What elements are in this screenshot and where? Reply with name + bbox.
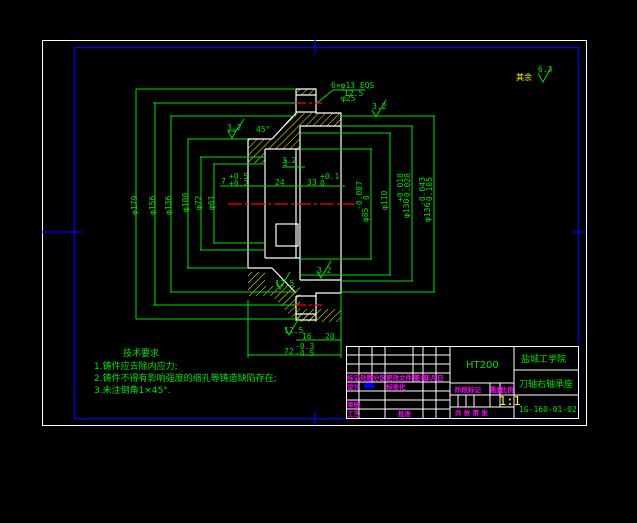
label-date: 年月日: [424, 373, 444, 382]
inner-frame: [73, 46, 580, 420]
tech-item: 1.铸件应去除内应力;: [94, 360, 178, 372]
roughness-r4: 12.5: [275, 279, 294, 288]
dim-d110: φ110: [380, 191, 389, 210]
dim-d61: φ61: [207, 195, 216, 210]
center-marks: [42, 40, 586, 425]
label-scale: 比例: [501, 385, 515, 394]
dimension-lines-left: [135, 88, 345, 358]
dim-d85-tol-upper: -0.087: [355, 181, 364, 210]
scale-value: 1:1: [499, 394, 521, 408]
label-zone: 分区: [373, 373, 387, 382]
dim-d136-right: φ136: [423, 203, 432, 222]
dimension-lines-right: [300, 89, 435, 293]
label-change-doc: 更改文件号: [386, 373, 419, 382]
tech-requirements: 技术要求 1.铸件应去除内应力; 2.铸件不得有影响强度的缩孔等铸造缺陷存在; …: [94, 347, 277, 396]
roughness-rest-label: 其余: [516, 72, 532, 82]
section-hatch: [248, 89, 341, 322]
label-count: 处数: [359, 373, 374, 382]
title-block-text: HT200 盐城工学院 刀轴右轴承座 1G-160-01-02 1:1 标记 处…: [346, 353, 577, 418]
label-sign: 签名: [413, 373, 427, 382]
dim-d100: φ100: [181, 193, 190, 212]
label-mark: 标记: [346, 373, 361, 382]
dim-hole-cb: φ25: [341, 94, 356, 103]
dim-d72: φ72: [194, 195, 203, 210]
dim-len7-tol-upper: +0.5: [229, 172, 248, 181]
dim-d130-tol-lower: -0.028: [403, 173, 412, 202]
drawing-number: 1G-160-01-02: [519, 405, 577, 414]
label-approve: 批准: [398, 409, 412, 418]
roughness-rest-value: 6.3: [538, 65, 553, 74]
label-design: 设计: [347, 382, 361, 391]
dim-len72: 72: [284, 347, 294, 356]
dim-len2: 2: [283, 159, 288, 168]
dim-d85: φ85: [361, 207, 370, 222]
label-stage: 阶段标记: [455, 385, 482, 394]
dim-d136-left: φ136: [164, 196, 173, 215]
dim-d136-tol-lower: -0.105: [425, 177, 434, 206]
title-block-fill: [364, 383, 374, 388]
dim-d130: φ130: [402, 199, 411, 218]
dim-len20: 20: [325, 332, 335, 341]
dim-len33-tol-upper: +0.1: [320, 172, 339, 181]
dim-len24: 24: [275, 178, 285, 187]
label-process: 工艺: [347, 409, 361, 418]
label-review: 审核: [347, 400, 361, 409]
title-block-grid: [346, 346, 579, 419]
dim-len72-tol-lower: -0.5: [295, 349, 314, 358]
dim-d156: φ156: [148, 196, 157, 215]
dim-d85-tol-lower: 0: [362, 195, 371, 200]
roughness-r2: 12.5: [344, 89, 363, 98]
dim-holes: 6×φ13 EQS: [331, 81, 375, 90]
dim-len33: 33: [307, 178, 317, 187]
roughness-r5: 12.5: [284, 326, 303, 335]
dim-len7-tol-lower: +0.2: [229, 179, 248, 188]
part-name: 刀轴右轴承座: [519, 378, 573, 390]
dim-d130-tol-upper: +0.018: [396, 173, 405, 202]
school-name: 盐城工学院: [521, 353, 566, 365]
roughness-r1: 3.2: [372, 102, 387, 111]
roughness-symbols: [227, 66, 552, 337]
tech-item: 2.铸件不得有影响强度的缩孔等铸造缺陷存在;: [94, 372, 277, 384]
dim-chamfer: 45°: [256, 125, 270, 134]
roughness-r6: 3.2: [227, 123, 242, 132]
dimension-texts: φ179 φ156 φ136 φ100 φ72 φ61 7 +0.5 +0.2 …: [130, 81, 434, 358]
tech-title: 技术要求: [123, 347, 159, 359]
label-sheets: 共 张 第 张: [455, 408, 488, 417]
label-standard: 标准化: [385, 382, 406, 391]
label-weight: 重量: [490, 385, 504, 394]
dim-len33-tol-lower: 0: [320, 179, 325, 188]
tech-item: 3.未注倒角1×45°.: [94, 384, 171, 396]
roughness-r3: 3.2: [317, 266, 332, 275]
dim-d136-tol-upper: -0.043: [418, 177, 427, 206]
material: HT200: [466, 360, 499, 371]
dim-len7: 7: [221, 177, 226, 186]
dim-d179: φ179: [130, 196, 139, 215]
dim-len16: 16: [302, 332, 312, 341]
dim-len72-tol-upper: -0.3: [295, 342, 314, 351]
roughness-values: 3.2 12.5 3.2 12.5 12.5 3.2 3.2 其余 6.3: [227, 65, 553, 335]
roughness-r7: 3.2: [282, 156, 297, 165]
